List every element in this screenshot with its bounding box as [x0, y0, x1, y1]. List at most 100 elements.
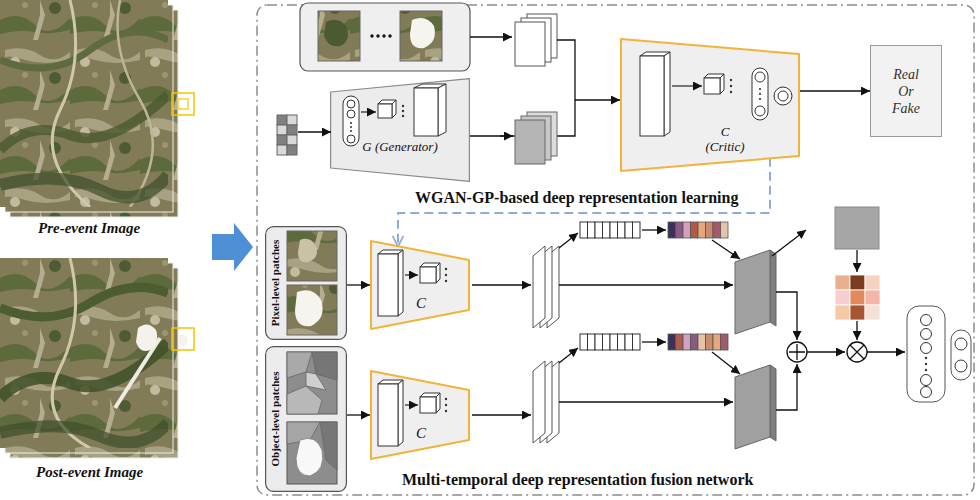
illustration-part [668, 334, 728, 350]
illustration-part [361, 111, 376, 112]
illustration-part [610, 334, 618, 350]
node-label: C [412, 425, 430, 442]
illustration-part [712, 352, 740, 374]
illustration-part [642, 229, 666, 230]
illustration-part [835, 305, 850, 320]
illustration-part [951, 330, 971, 380]
illustration-part [676, 334, 684, 350]
illustration-part [721, 334, 729, 350]
illustration-part [347, 135, 355, 143]
illustration-part [642, 341, 666, 342]
illustration-part [835, 207, 879, 249]
node-shape [331, 79, 470, 182]
illustration-part [436, 263, 440, 283]
illustration-part [287, 285, 337, 335]
illustration-part [865, 275, 880, 290]
illustration-part [470, 36, 512, 37]
node-shape [621, 39, 799, 171]
illustration-part [420, 267, 436, 283]
illustration-part [445, 268, 447, 270]
node-outline [330, 78, 470, 182]
illustration-part [115, 338, 160, 408]
illustration-part [398, 250, 403, 316]
illustration-part [850, 345, 864, 359]
illustration-part [706, 334, 714, 350]
illustration-part [420, 393, 440, 397]
illustration-part [0, 32, 168, 68]
illustration-part [856, 250, 857, 272]
illustration-part [0, 0, 168, 207]
illustration-part [382, 34, 385, 37]
illustration-part [343, 96, 359, 146]
illustration-part [0, 423, 168, 443]
illustration-part [547, 246, 559, 328]
illustration-part [595, 222, 603, 238]
critic-trapezoid: C [370, 240, 470, 330]
illustration-part [755, 72, 765, 82]
illustration-part [776, 292, 797, 340]
illustration-part [402, 105, 404, 107]
illustration-part [52, 0, 90, 207]
illustration-part [640, 52, 670, 56]
illustration-part [0, 0, 194, 217]
illustration-part [5, 263, 173, 453]
illustration-part [287, 422, 320, 444]
node-label: Pre-event Image [38, 219, 140, 237]
illustration-part [925, 363, 927, 365]
illustration-part [672, 85, 702, 86]
illustration-part [713, 222, 721, 238]
illustration-part [0, 258, 168, 448]
section-title: WGAN-GP-based deep representation learni… [415, 188, 738, 207]
illustration-part [277, 125, 287, 135]
illustration-part [402, 115, 404, 117]
illustration-part [580, 222, 640, 238]
illustration-part [370, 34, 373, 37]
node-label: Post-event Image [36, 463, 143, 481]
illustration-part [287, 115, 297, 125]
illustration-part [405, 274, 418, 275]
illustration-part [10, 268, 178, 458]
illustration-part [212, 223, 253, 271]
node-label: Real Or Fake [886, 66, 926, 117]
illustration-part [400, 11, 442, 61]
illustration-part [295, 290, 323, 326]
node-outline [370, 370, 470, 460]
vertical-label: Object-level patches [269, 372, 281, 467]
illustration-part [774, 87, 792, 105]
illustration-part [698, 334, 706, 350]
output-box: Real Or Fake [870, 45, 942, 137]
illustration-part [376, 34, 379, 37]
illustration-part [730, 79, 732, 81]
illustration-part [850, 305, 865, 320]
illustration-part [691, 222, 699, 238]
illustration-part [445, 398, 447, 400]
illustration-part [683, 334, 691, 350]
illustration-part [172, 328, 194, 350]
illustration-part [735, 250, 770, 334]
illustration-part [580, 222, 588, 238]
illustration-part [300, 3, 470, 71]
illustration-part [752, 68, 768, 120]
illustration-part [296, 438, 323, 476]
illustration-part [320, 422, 337, 470]
illustration-part [420, 397, 436, 413]
patch-group-box: Pixel-level patches [265, 226, 347, 340]
illustration-part [925, 357, 927, 359]
illustration-part [287, 231, 337, 281]
illustration-part [5, 5, 173, 212]
illustration-part [625, 334, 633, 350]
illustration-part [298, 131, 331, 132]
illustration-part [955, 360, 967, 372]
illustration-part [547, 361, 559, 443]
critic-trapezoid: C [370, 370, 470, 460]
illustration-part [52, 258, 90, 448]
illustration-part [0, 258, 168, 448]
illustration-part [704, 78, 720, 94]
illustration-part [350, 122, 352, 124]
illustration-part [277, 115, 287, 125]
illustration-part [721, 222, 729, 238]
illustration-part [668, 334, 676, 350]
illustration-part [735, 365, 770, 449]
illustration-part [257, 5, 974, 495]
